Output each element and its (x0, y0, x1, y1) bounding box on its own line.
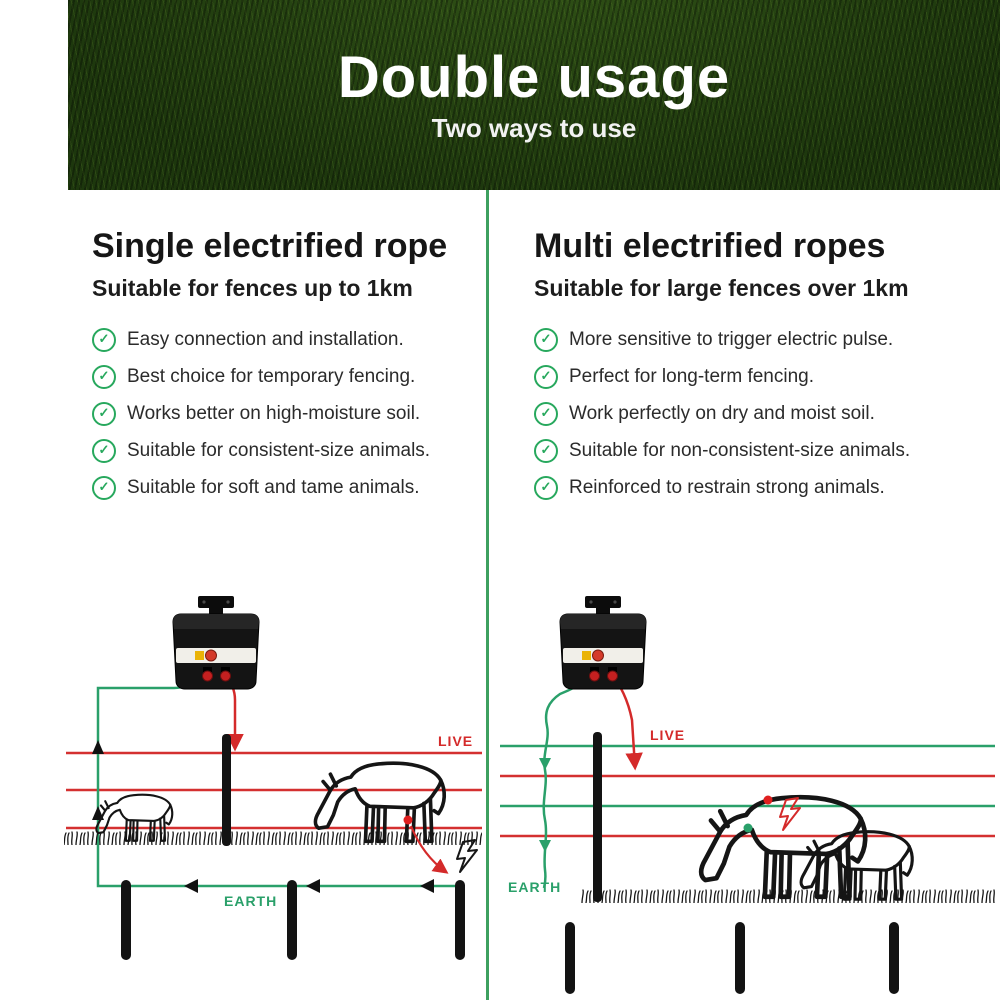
earth-wire (96, 674, 462, 888)
column-subheading: Suitable for fences up to 1km (92, 275, 413, 302)
ground-stake (889, 922, 899, 994)
column-single-rope: Single electrified rope Suitable for fen… (92, 227, 478, 500)
energizer-unit (172, 595, 260, 690)
earth-flow-arrows (539, 758, 551, 852)
live-wire (611, 675, 643, 771)
ground-stake (735, 922, 745, 994)
shock-arrow (409, 825, 449, 874)
bullet-text: Easy connection and installation. (127, 328, 404, 350)
earth-point-dot (743, 823, 753, 833)
list-item: ✓ Suitable for non-consistent-size anima… (534, 438, 980, 463)
bullet-text: More sensitive to trigger electric pulse… (569, 328, 894, 350)
bullet-text: Perfect for long-term fencing. (569, 365, 814, 387)
earth-label: EARTH (508, 879, 561, 895)
list-item: ✓ Reinforced to restrain strong animals. (534, 475, 980, 500)
ground-stake (565, 922, 575, 994)
live-label: LIVE (438, 733, 473, 749)
column-subheading: Suitable for large fences over 1km (534, 275, 909, 302)
check-icon: ✓ (534, 364, 558, 389)
check-icon: ✓ (92, 438, 116, 463)
shock-point-dot (763, 795, 773, 805)
cow-illustration-large (701, 797, 865, 897)
list-item: ✓ Suitable for consistent-size animals. (92, 438, 478, 463)
check-icon: ✓ (534, 327, 558, 352)
lightning-icon (456, 839, 478, 873)
fence-post (593, 732, 602, 902)
banner-title: Double usage (337, 45, 731, 110)
check-icon: ✓ (534, 401, 558, 426)
energizer-unit (559, 595, 647, 690)
earth-wire (542, 674, 595, 889)
column-divider (486, 190, 489, 1000)
multi-rope-diagram: LIVE EARTH (500, 595, 995, 994)
check-icon: ✓ (534, 438, 558, 463)
list-item: ✓ Work perfectly on dry and moist soil. (534, 401, 980, 426)
single-rope-diagram: LIVE EARTH (64, 595, 482, 960)
cow-illustration-large (313, 761, 447, 844)
ground-stake (287, 880, 297, 960)
check-icon: ✓ (92, 401, 116, 426)
bullet-text: Suitable for non-consistent-size animals… (569, 439, 911, 461)
live-label: LIVE (650, 727, 685, 743)
bullet-list: ✓ More sensitive to trigger electric pul… (534, 327, 980, 500)
list-item: ✓ More sensitive to trigger electric pul… (534, 327, 980, 352)
bullet-text: Reinforced to restrain strong animals. (569, 476, 885, 498)
lightning-icon (779, 797, 801, 831)
ground-stake (455, 880, 465, 960)
list-item: ✓ Suitable for soft and tame animals. (92, 475, 478, 500)
bullet-text: Works better on high-moisture soil. (127, 402, 421, 424)
list-item: ✓ Perfect for long-term fencing. (534, 364, 980, 389)
banner-subtitle: Two ways to use (431, 113, 637, 143)
bullet-text: Suitable for soft and tame animals. (127, 476, 420, 498)
column-heading: Single electrified rope (92, 227, 448, 265)
fence-lines (500, 744, 995, 838)
column-multi-rope: Multi electrified ropes Suitable for lar… (534, 227, 980, 500)
check-icon: ✓ (534, 475, 558, 500)
bullet-text: Best choice for temporary fencing. (127, 365, 416, 387)
list-item: ✓ Best choice for temporary fencing. (92, 364, 478, 389)
shock-point-dot (403, 815, 413, 825)
check-icon: ✓ (92, 364, 116, 389)
list-item: ✓ Easy connection and installation. (92, 327, 478, 352)
ground-stake (121, 880, 131, 960)
column-heading: Multi electrified ropes (534, 227, 886, 265)
bullet-list: ✓ Easy connection and installation. ✓ Be… (92, 327, 478, 500)
check-icon: ✓ (92, 475, 116, 500)
fence-post (222, 734, 231, 846)
live-fence-lines (66, 751, 482, 830)
earth-label: EARTH (224, 893, 277, 909)
bullet-text: Work perfectly on dry and moist soil. (569, 402, 875, 424)
list-item: ✓ Works better on high-moisture soil. (92, 401, 478, 426)
banner: Double usage Two ways to use (68, 0, 1000, 190)
bullet-text: Suitable for consistent-size animals. (127, 439, 431, 461)
check-icon: ✓ (92, 327, 116, 352)
